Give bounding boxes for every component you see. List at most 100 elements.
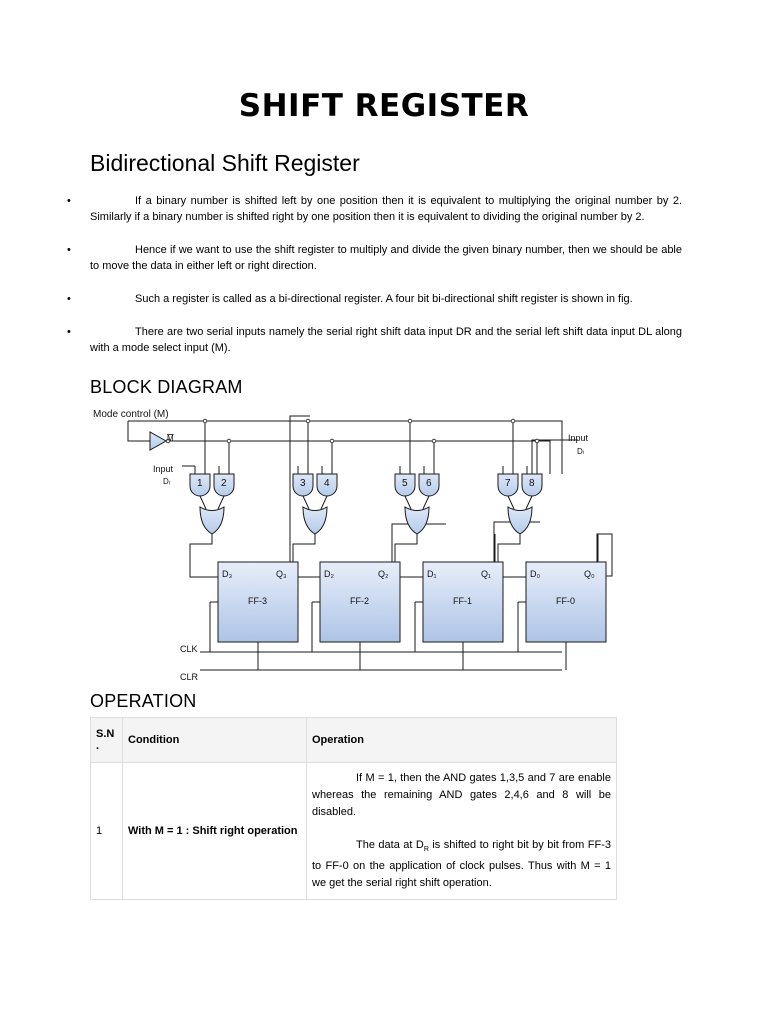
connection-dot bbox=[407, 418, 413, 424]
gate-number: 5 bbox=[402, 478, 408, 489]
bullet-dot: • bbox=[67, 244, 71, 256]
or-gate bbox=[404, 506, 430, 535]
clk-label: CLK bbox=[180, 644, 198, 654]
wire bbox=[422, 495, 430, 510]
ff-d-label: D₂ bbox=[324, 569, 334, 579]
gate-number: 2 bbox=[221, 478, 227, 489]
flip-flop-box bbox=[525, 561, 607, 643]
wire bbox=[302, 495, 310, 510]
cell-operation: If M = 1, then the AND gates 1,3,5 and 7… bbox=[306, 762, 617, 900]
ff-q-label: Q₀ bbox=[584, 569, 595, 579]
gate-number: 6 bbox=[426, 478, 432, 489]
gate-number: 4 bbox=[324, 478, 330, 489]
or-gate bbox=[302, 506, 328, 535]
operation-table: S.N . Condition Operation 1 With M = 1 :… bbox=[90, 717, 617, 900]
section-subtitle: Bidirectional Shift Register bbox=[90, 150, 360, 176]
operation-text-b: is shifted to right bit by bit from FF-3… bbox=[312, 838, 611, 890]
ff-d-label: D₁ bbox=[427, 569, 437, 579]
connection-dot bbox=[329, 438, 335, 444]
bullet-list: • If a binary number is shifted left by o… bbox=[67, 193, 682, 373]
ff-name: FF-3 bbox=[248, 596, 267, 606]
cell-condition: With M = 1 : Shift right operation bbox=[122, 762, 307, 900]
operation-heading: OPERATION bbox=[90, 691, 197, 711]
flip-flop-box bbox=[217, 561, 299, 643]
wire bbox=[217, 495, 225, 510]
wire bbox=[320, 495, 328, 510]
flip-flop-box bbox=[422, 561, 504, 643]
block-diagram-heading: BLOCK DIAGRAM bbox=[90, 377, 243, 397]
or-gate bbox=[507, 506, 533, 535]
wire bbox=[289, 415, 310, 562]
and-gate bbox=[189, 473, 211, 497]
inverter-gate bbox=[149, 431, 168, 451]
and-gate bbox=[316, 473, 338, 497]
bullet-dot: • bbox=[67, 326, 71, 338]
wire bbox=[292, 534, 320, 578]
input-right-sub: Dₗ bbox=[577, 447, 584, 456]
table-row: 1 With M = 1 : Shift right operation If … bbox=[90, 762, 617, 900]
wire bbox=[170, 440, 551, 474]
wire bbox=[189, 534, 218, 578]
ff-name: FF-2 bbox=[350, 596, 369, 606]
ff-name: FF-0 bbox=[556, 596, 575, 606]
connection-dot bbox=[431, 438, 437, 444]
wire bbox=[128, 420, 563, 474]
gate-number: 3 bbox=[300, 478, 306, 489]
input-left-sub: Dᵣ bbox=[163, 477, 171, 486]
bullet-dot: • bbox=[67, 195, 71, 207]
header-condition: Condition bbox=[122, 717, 307, 763]
m-bar-label: M bbox=[167, 434, 174, 443]
list-item: • If a binary number is shifted left by o… bbox=[67, 193, 682, 225]
mode-control-label: Mode control (M) bbox=[93, 409, 169, 420]
bullet-text: Such a register is called as a bi-direct… bbox=[135, 293, 633, 305]
wire bbox=[199, 495, 207, 510]
connection-dot bbox=[305, 418, 311, 424]
header-operation: Operation bbox=[306, 717, 617, 763]
header-sn: S.N . bbox=[90, 717, 123, 763]
and-gate bbox=[213, 473, 235, 497]
and-gate bbox=[497, 473, 519, 497]
list-item: • There are two serial inputs namely the … bbox=[67, 324, 682, 356]
connection-dot bbox=[226, 438, 232, 444]
cell-sn: 1 bbox=[90, 762, 123, 900]
ff-q-label: Q₁ bbox=[481, 569, 491, 579]
gate-number: 1 bbox=[197, 478, 203, 489]
circuit-wires bbox=[127, 415, 613, 671]
wire bbox=[497, 534, 526, 578]
wire bbox=[525, 495, 533, 510]
list-item: • Hence if we want to use the shift regis… bbox=[67, 242, 682, 274]
clr-label: CLR bbox=[180, 672, 199, 682]
connection-dot bbox=[534, 438, 540, 444]
connection-dot bbox=[510, 418, 516, 424]
ff-d-label: D₃ bbox=[222, 569, 232, 579]
bullet-text: There are two serial inputs namely the s… bbox=[90, 326, 682, 354]
bullet-text: If a binary number is shifted left by on… bbox=[90, 195, 682, 223]
wire bbox=[507, 495, 515, 510]
operation-subscript: R bbox=[423, 846, 429, 854]
and-gate bbox=[394, 473, 416, 497]
connection-dot bbox=[202, 418, 208, 424]
wire bbox=[531, 439, 578, 474]
wire bbox=[596, 533, 613, 577]
and-gate bbox=[292, 473, 314, 497]
operation-text-a: The data at D bbox=[356, 838, 424, 851]
and-gate bbox=[418, 473, 440, 497]
table-header-row: S.N . Condition Operation bbox=[90, 717, 617, 763]
ff-name: FF-1 bbox=[453, 596, 472, 606]
bullet-dot: • bbox=[67, 293, 71, 305]
ff-q-label: Q₃ bbox=[276, 569, 287, 579]
gate-number: 8 bbox=[529, 478, 535, 489]
bullet-text: Hence if we want to use the shift regist… bbox=[90, 244, 682, 272]
page-title: SHIFT REGISTER bbox=[238, 88, 530, 124]
ff-d-label: D₀ bbox=[530, 569, 540, 579]
wire bbox=[404, 495, 412, 510]
or-gate bbox=[199, 506, 225, 535]
operation-paragraph-2: The data at DR is shifted to right bit b… bbox=[312, 837, 611, 892]
input-left-label: Input bbox=[153, 464, 174, 474]
wire bbox=[394, 534, 423, 578]
list-item: • Such a register is called as a bi-direc… bbox=[67, 291, 682, 307]
input-right-label: Input bbox=[568, 433, 589, 443]
